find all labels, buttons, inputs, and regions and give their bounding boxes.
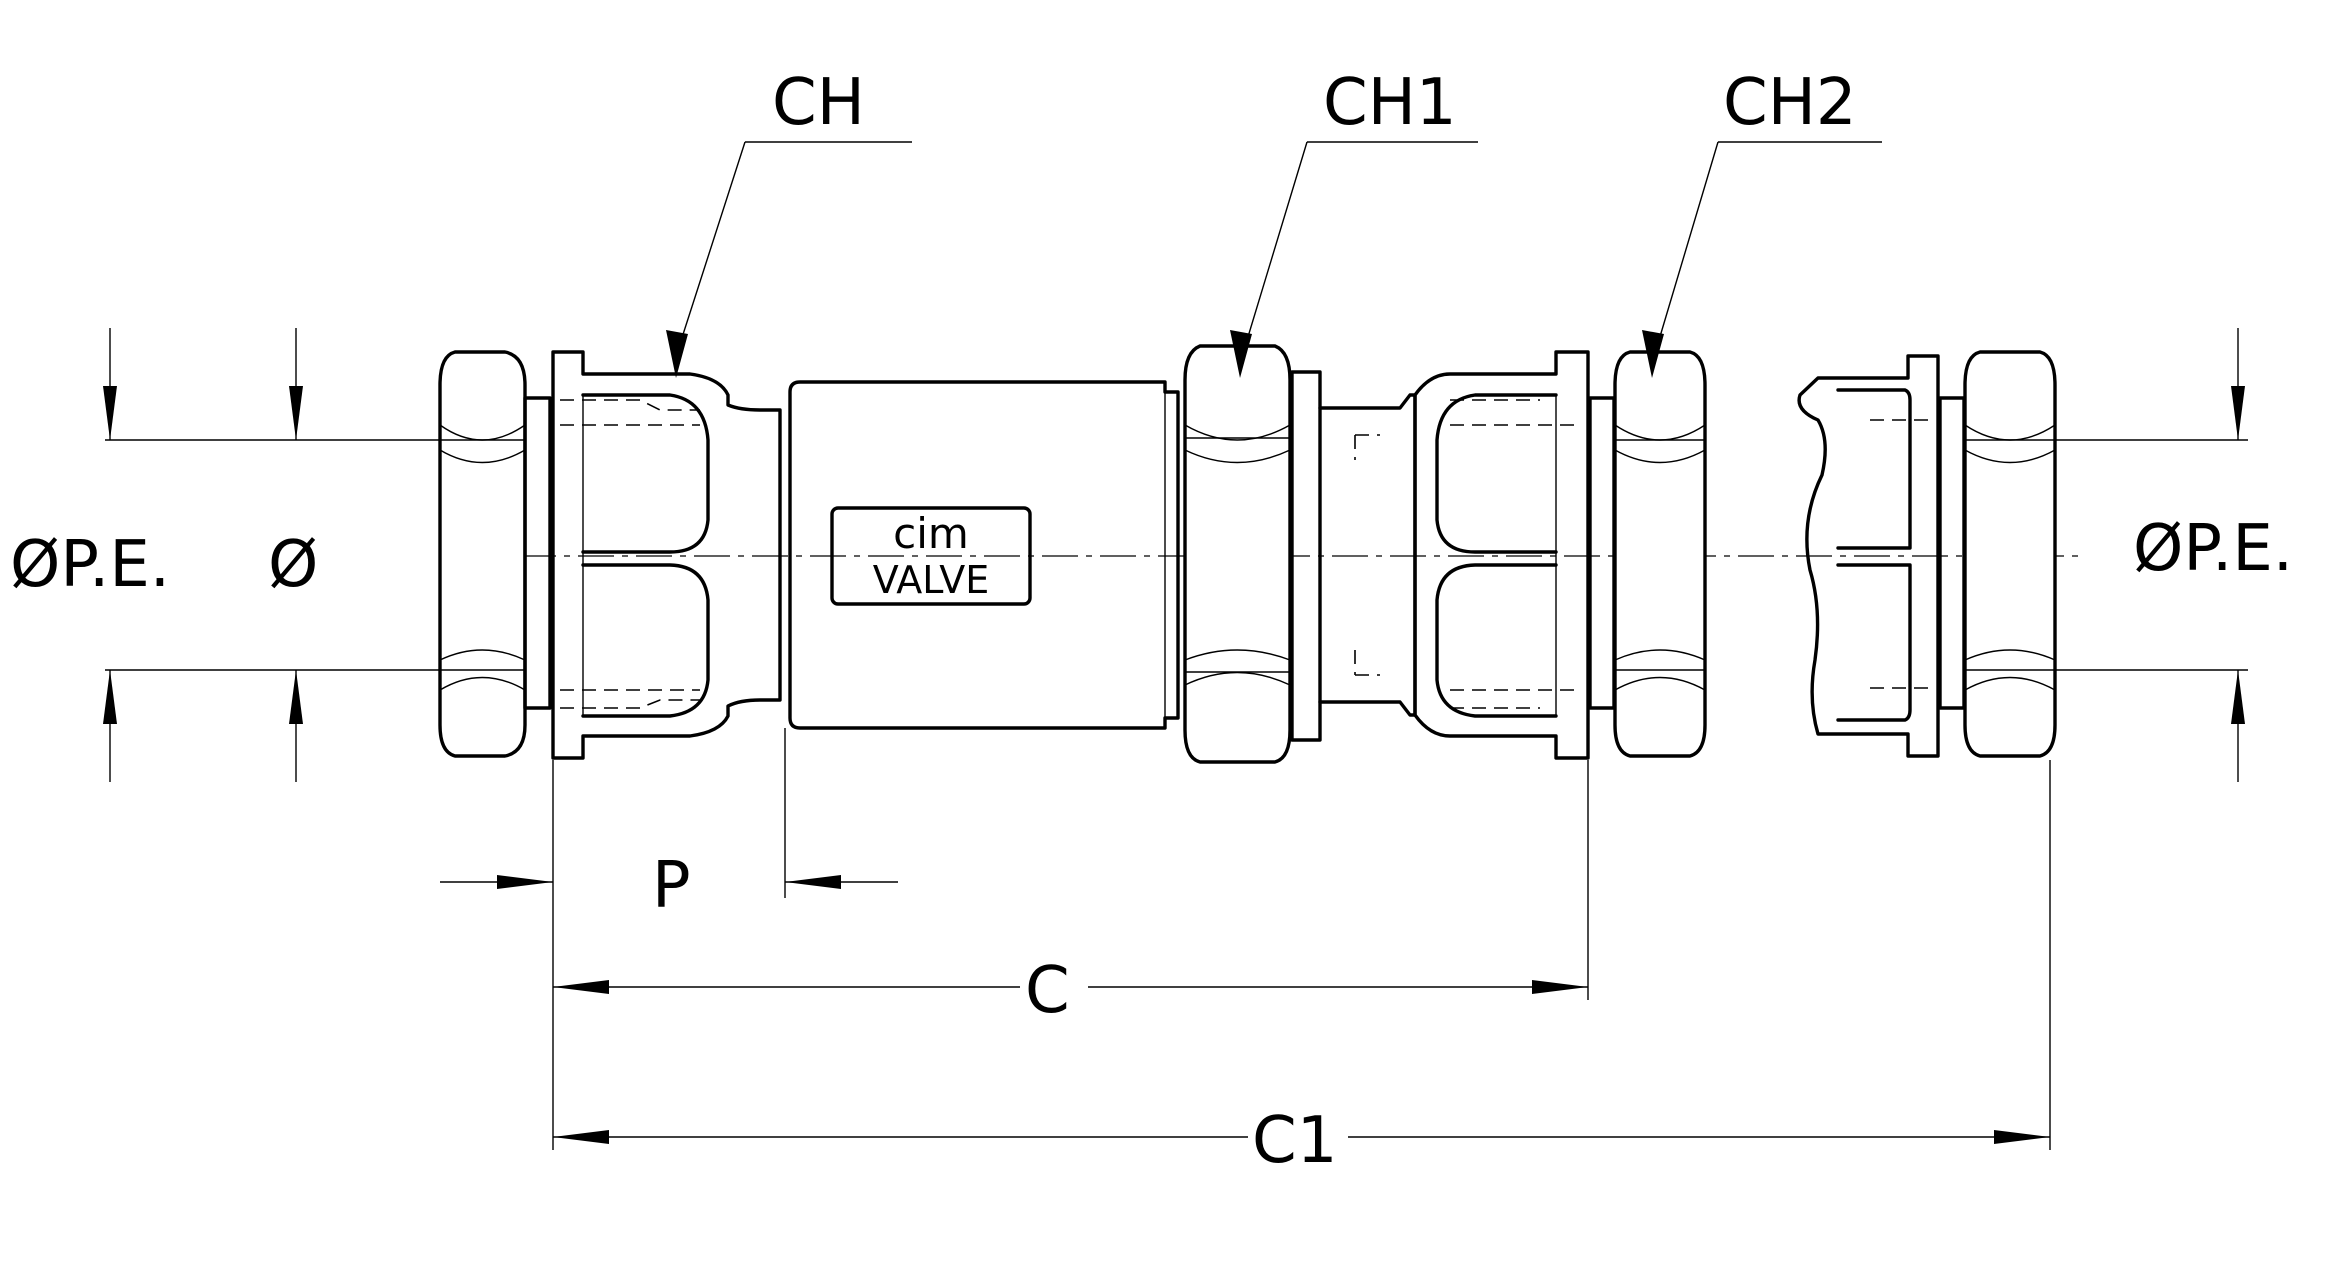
c-label: C — [1025, 954, 1070, 1028]
ope-left-label: ØP.E. — [10, 528, 170, 602]
c-dimension — [553, 760, 1589, 1000]
right-collar — [1588, 396, 1616, 710]
logo-plate — [830, 506, 1032, 606]
far-right-nut — [1963, 350, 2057, 758]
center-nut — [1183, 344, 1292, 764]
ch1-leader — [1230, 141, 1478, 378]
far-right-collar — [1938, 396, 1966, 710]
ch2-label: CH2 — [1723, 66, 1857, 140]
p-dimension — [440, 728, 898, 1150]
right-fitting-body — [1413, 350, 1590, 760]
c1-dimension — [553, 760, 2051, 1150]
left-collar — [523, 396, 552, 710]
logo-brand: cim — [893, 509, 969, 558]
c1-label: C1 — [1252, 1104, 1337, 1178]
logo-product: VALVE — [873, 558, 990, 602]
left-diameter-dimensions — [103, 328, 440, 782]
ch-leader — [666, 141, 912, 378]
right-diameter-dimension — [2055, 328, 2248, 782]
diameter-label: Ø — [268, 528, 318, 602]
center-body: cim VALVE — [788, 380, 1180, 730]
center-collar — [1290, 370, 1322, 742]
left-fitting-body — [551, 350, 782, 760]
left-nut — [438, 350, 527, 758]
right-nut — [1613, 350, 1707, 758]
p-label: P — [652, 849, 691, 923]
far-right-fitting — [1797, 354, 1940, 758]
ope-right-label: ØP.E. — [2133, 512, 2293, 586]
neck — [1318, 393, 1417, 717]
ch-label: CH — [772, 66, 865, 140]
ch1-label: CH1 — [1323, 66, 1457, 140]
ch2-leader — [1642, 141, 1882, 378]
